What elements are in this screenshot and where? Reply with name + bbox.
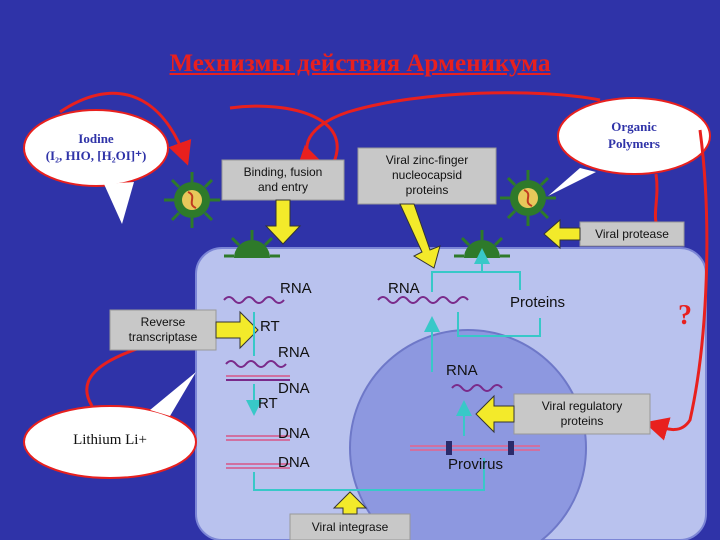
organic-line1: Organic [611,119,657,134]
binding-label: Binding, fusion and entry [222,165,344,195]
lithium-bubble-tail [150,372,196,416]
regulatory-box [513,393,651,435]
regulatory-line2: proteins [560,414,604,428]
organic-question-line [644,129,709,441]
iodine-bubble-tail [104,182,134,224]
rna-wave-nucleus [451,384,503,392]
rna-label-top-left: RNA [280,280,312,297]
nucleus [349,329,587,540]
question-mark: ? [678,300,692,331]
iodine-label: Iodine (I₂, HIO, [H₂OI]⁺) [28,130,164,164]
rna-wave-top-mid [377,296,469,304]
rt-label-2: RT [258,395,278,412]
binding-line1: Binding, fusion [243,165,323,179]
organic-to-top-line [297,91,601,168]
rt-line2: transcriptase [128,330,198,344]
rna-label-top-mid: RNA [388,280,420,297]
provirus-marker-right [508,441,514,455]
regulatory-label: Viral regulatory proteins [514,399,650,429]
binding-arrow [264,199,302,245]
organic-bubble [557,97,711,175]
rt-box [109,309,217,351]
rt-arrow [215,310,259,350]
zinc-line2: nucleocapsid [391,168,463,182]
iodine-bubble [23,109,169,187]
rt-line1: Reverse [140,315,186,329]
dna-label-1: DNA [278,380,310,397]
virus-left [164,172,220,228]
protease-box [579,221,685,247]
rna-wave-top-left [223,296,285,304]
rna-label-2: RNA [278,344,310,361]
proteins-label: Proteins [510,294,566,311]
iodine-to-binding-line [229,104,339,171]
rna-wave-2 [225,360,287,368]
binding-line2: and entry [257,180,309,194]
iodine-inhibitor-line [59,91,192,166]
provirus-label: Provirus [448,456,504,473]
flow-integration [253,458,485,491]
integrase-box [289,513,411,540]
flow-to-proteins [457,312,541,337]
rt-label-1: RT [260,318,280,335]
regulatory-line1: Viral regulatory [541,399,623,413]
virus-binding-membrane [224,230,280,258]
flow-to-budding [431,271,521,292]
rna-label-nucleus: RNA [446,362,478,379]
dna-label-3: DNA [278,454,310,471]
organic-bubble-tail [548,168,596,196]
zinc-line3: proteins [405,183,449,197]
provirus-marker-left [446,441,452,455]
page-title: Мехнизмы действия Арменикума [169,50,551,77]
organic-line2: Polymers [608,136,660,151]
lithium-bubble [23,405,197,479]
virus-right [500,170,556,226]
iodine-line2: (I₂, HIO, [H₂OI]⁺) [45,148,147,163]
lithium-label: Lithium Li+ [73,432,147,448]
integrase-arrow [332,491,368,515]
iodine-line1: Iodine [78,131,114,146]
integrase-label: Viral integrase [311,520,389,534]
regulatory-arrow [475,394,515,434]
zinc-finger-arrow [399,203,441,269]
dna-label-2: DNA [278,425,310,442]
protease-label: Viral protease [595,227,669,241]
protease-arrow [543,218,581,250]
zinc-finger-label: Viral zinc-finger nucleocapsid proteins [358,153,496,198]
organic-label: Organic Polymers [578,118,690,152]
zinc-line1: Viral zinc-finger [385,153,469,167]
binding-box [221,159,345,201]
zinc-finger-box [357,147,497,205]
rt-label: Reverse transcriptase [110,315,216,345]
